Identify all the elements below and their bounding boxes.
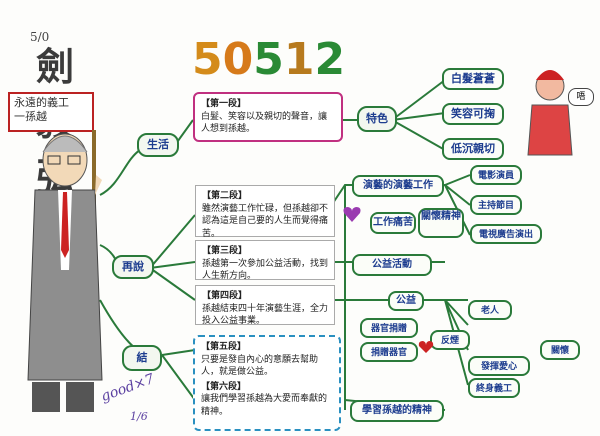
paragraph-4: 【第四段】 孫越結束四十年演藝生涯，全力投入公益事業。 [195, 285, 335, 327]
paragraph-4-text: 孫越結束四十年演藝生涯，全力投入公益事業。 [202, 303, 329, 327]
right-node-8: 關懷 [540, 340, 580, 360]
branch-feature-label: 特色 [366, 113, 388, 125]
right-node-1: 電影演員 [470, 165, 522, 185]
sign-line-1: 永遠的義工 [14, 96, 69, 109]
branch-feature: 特色 [357, 106, 397, 132]
branch-end: 結 [122, 345, 162, 371]
paragraph-5-text: 只要是發自內心的意願去幫助人，就是做公益。 [201, 354, 319, 378]
paragraph-2: 【第二段】 雖然演藝工作忙碌，但孫越卻不認為這是自己要的人生而覺得痛苦。 [195, 185, 335, 239]
branch-end-label: 結 [136, 352, 148, 364]
right-node-5: 器官捐贈 [360, 318, 418, 338]
branch-again: 再說 [112, 255, 154, 279]
right-node-9: 發揮愛心 [468, 356, 530, 376]
feature-1: 白髮蒼蒼 [442, 68, 504, 90]
heart-icon [343, 207, 361, 222]
mid-node-2: 工作痛苦 [370, 212, 416, 234]
sign-line-2: 一孫越 [14, 110, 47, 123]
right-node-6: 捐贈器官 [360, 342, 418, 362]
speech-bubble: 唔 [568, 88, 594, 106]
paragraph-4-head: 【第四段】 [202, 291, 248, 301]
paragraph-5-head: 【第五段】 [201, 342, 247, 352]
mid-node-4: 公益活動 [352, 254, 432, 276]
right-node-2: 主持節目 [470, 195, 522, 215]
right-node-3: 電視廣告演出 [470, 224, 542, 244]
paragraph-6-head: 【第六段】 [201, 381, 247, 392]
mid-node-5: 公益 [388, 291, 424, 311]
title-number: 50512 [192, 34, 346, 85]
branch-again-label: 再說 [122, 261, 144, 273]
paragraph-1-head: 【第一段】 [201, 99, 247, 109]
paragraph-3-head: 【第三段】 [202, 246, 248, 256]
mid-node-1: 演藝的演藝工作 [352, 175, 444, 197]
mid-node-3: 關懷精神 [418, 208, 464, 238]
signature-date: 1/6 [130, 410, 148, 423]
line-right2 [444, 299, 469, 386]
right-node-11: 終身義工 [468, 378, 520, 398]
right-node-7: 反煙 [430, 330, 470, 350]
line-life [99, 149, 141, 196]
man-figure-icon [27, 130, 103, 412]
paragraph-3-text: 孫越第一次參加公益活動，找到人生新方向。 [202, 258, 329, 282]
right-node-10: 老人 [468, 300, 512, 320]
sign-board: 永遠的義工 一孫越 [8, 92, 94, 132]
paragraph-3: 【第三段】 孫越第一次參加公益活動，找到人生新方向。 [195, 240, 335, 282]
paragraph-2-text: 雖然演藝工作忙碌，但孫越卻不認為這是自己要的人生而覺得痛苦。 [202, 203, 329, 239]
branch-life-label: 生活 [147, 139, 169, 151]
feature-3: 低沉親切 [442, 138, 504, 160]
right-node-12: 學習孫越的精神 [350, 400, 444, 422]
heart-icon-2 [418, 341, 434, 353]
line-again-p [149, 214, 196, 301]
paragraph-6-text: 讓我們學習孫越為大愛而奉獻的精神。 [201, 394, 328, 417]
woman-figure-icon [527, 70, 573, 156]
paragraph-1: 【第一段】 白髮、笑容以及親切的聲音，讓人想到孫越。 [193, 92, 343, 142]
paragraph-5-6: 【第五段】 只要是發自內心的意願去幫助人，就是做公益。 【第六段】 讓我們學習孫… [193, 335, 341, 431]
title-prefix: 5/0 [30, 30, 50, 44]
line-feature-items [391, 79, 446, 151]
paragraph-2-head: 【第二段】 [202, 191, 248, 201]
paragraph-1-text: 白髮、笑容以及親切的聲音，讓人想到孫越。 [201, 111, 328, 135]
line-end-p [161, 349, 196, 401]
branch-life: 生活 [137, 133, 179, 157]
feature-2: 笑容可掬 [442, 103, 504, 125]
